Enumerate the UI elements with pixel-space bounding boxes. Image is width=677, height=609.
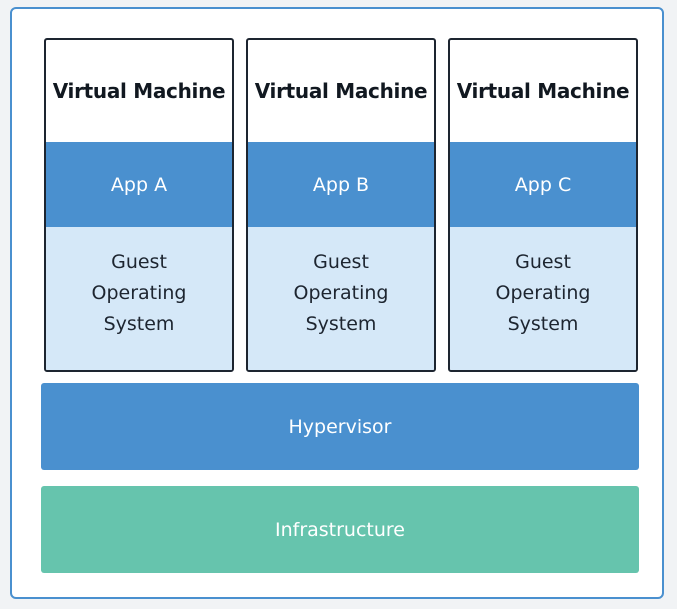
virtual-machine-c: Virtual Machine App C Guest Operating Sy… (448, 38, 638, 372)
infrastructure-layer: Infrastructure (41, 486, 639, 573)
vm-architecture-diagram: Virtual Machine App A Guest Operating Sy… (10, 7, 664, 599)
guest-os-layer-b: Guest Operating System (248, 227, 434, 370)
vm-title: Virtual Machine (52, 79, 226, 103)
virtual-machine-b: Virtual Machine App B Guest Operating Sy… (246, 38, 436, 372)
vm-title: Virtual Machine (456, 79, 630, 103)
app-layer-b: App B (248, 142, 434, 227)
virtual-machine-a: Virtual Machine App A Guest Operating Sy… (44, 38, 234, 372)
vm-title: Virtual Machine (254, 79, 428, 103)
hypervisor-layer: Hypervisor (41, 383, 639, 470)
app-layer-a: App A (46, 142, 232, 227)
guest-os-layer-a: Guest Operating System (46, 227, 232, 370)
guest-os-layer-c: Guest Operating System (450, 227, 636, 370)
app-layer-c: App C (450, 142, 636, 227)
